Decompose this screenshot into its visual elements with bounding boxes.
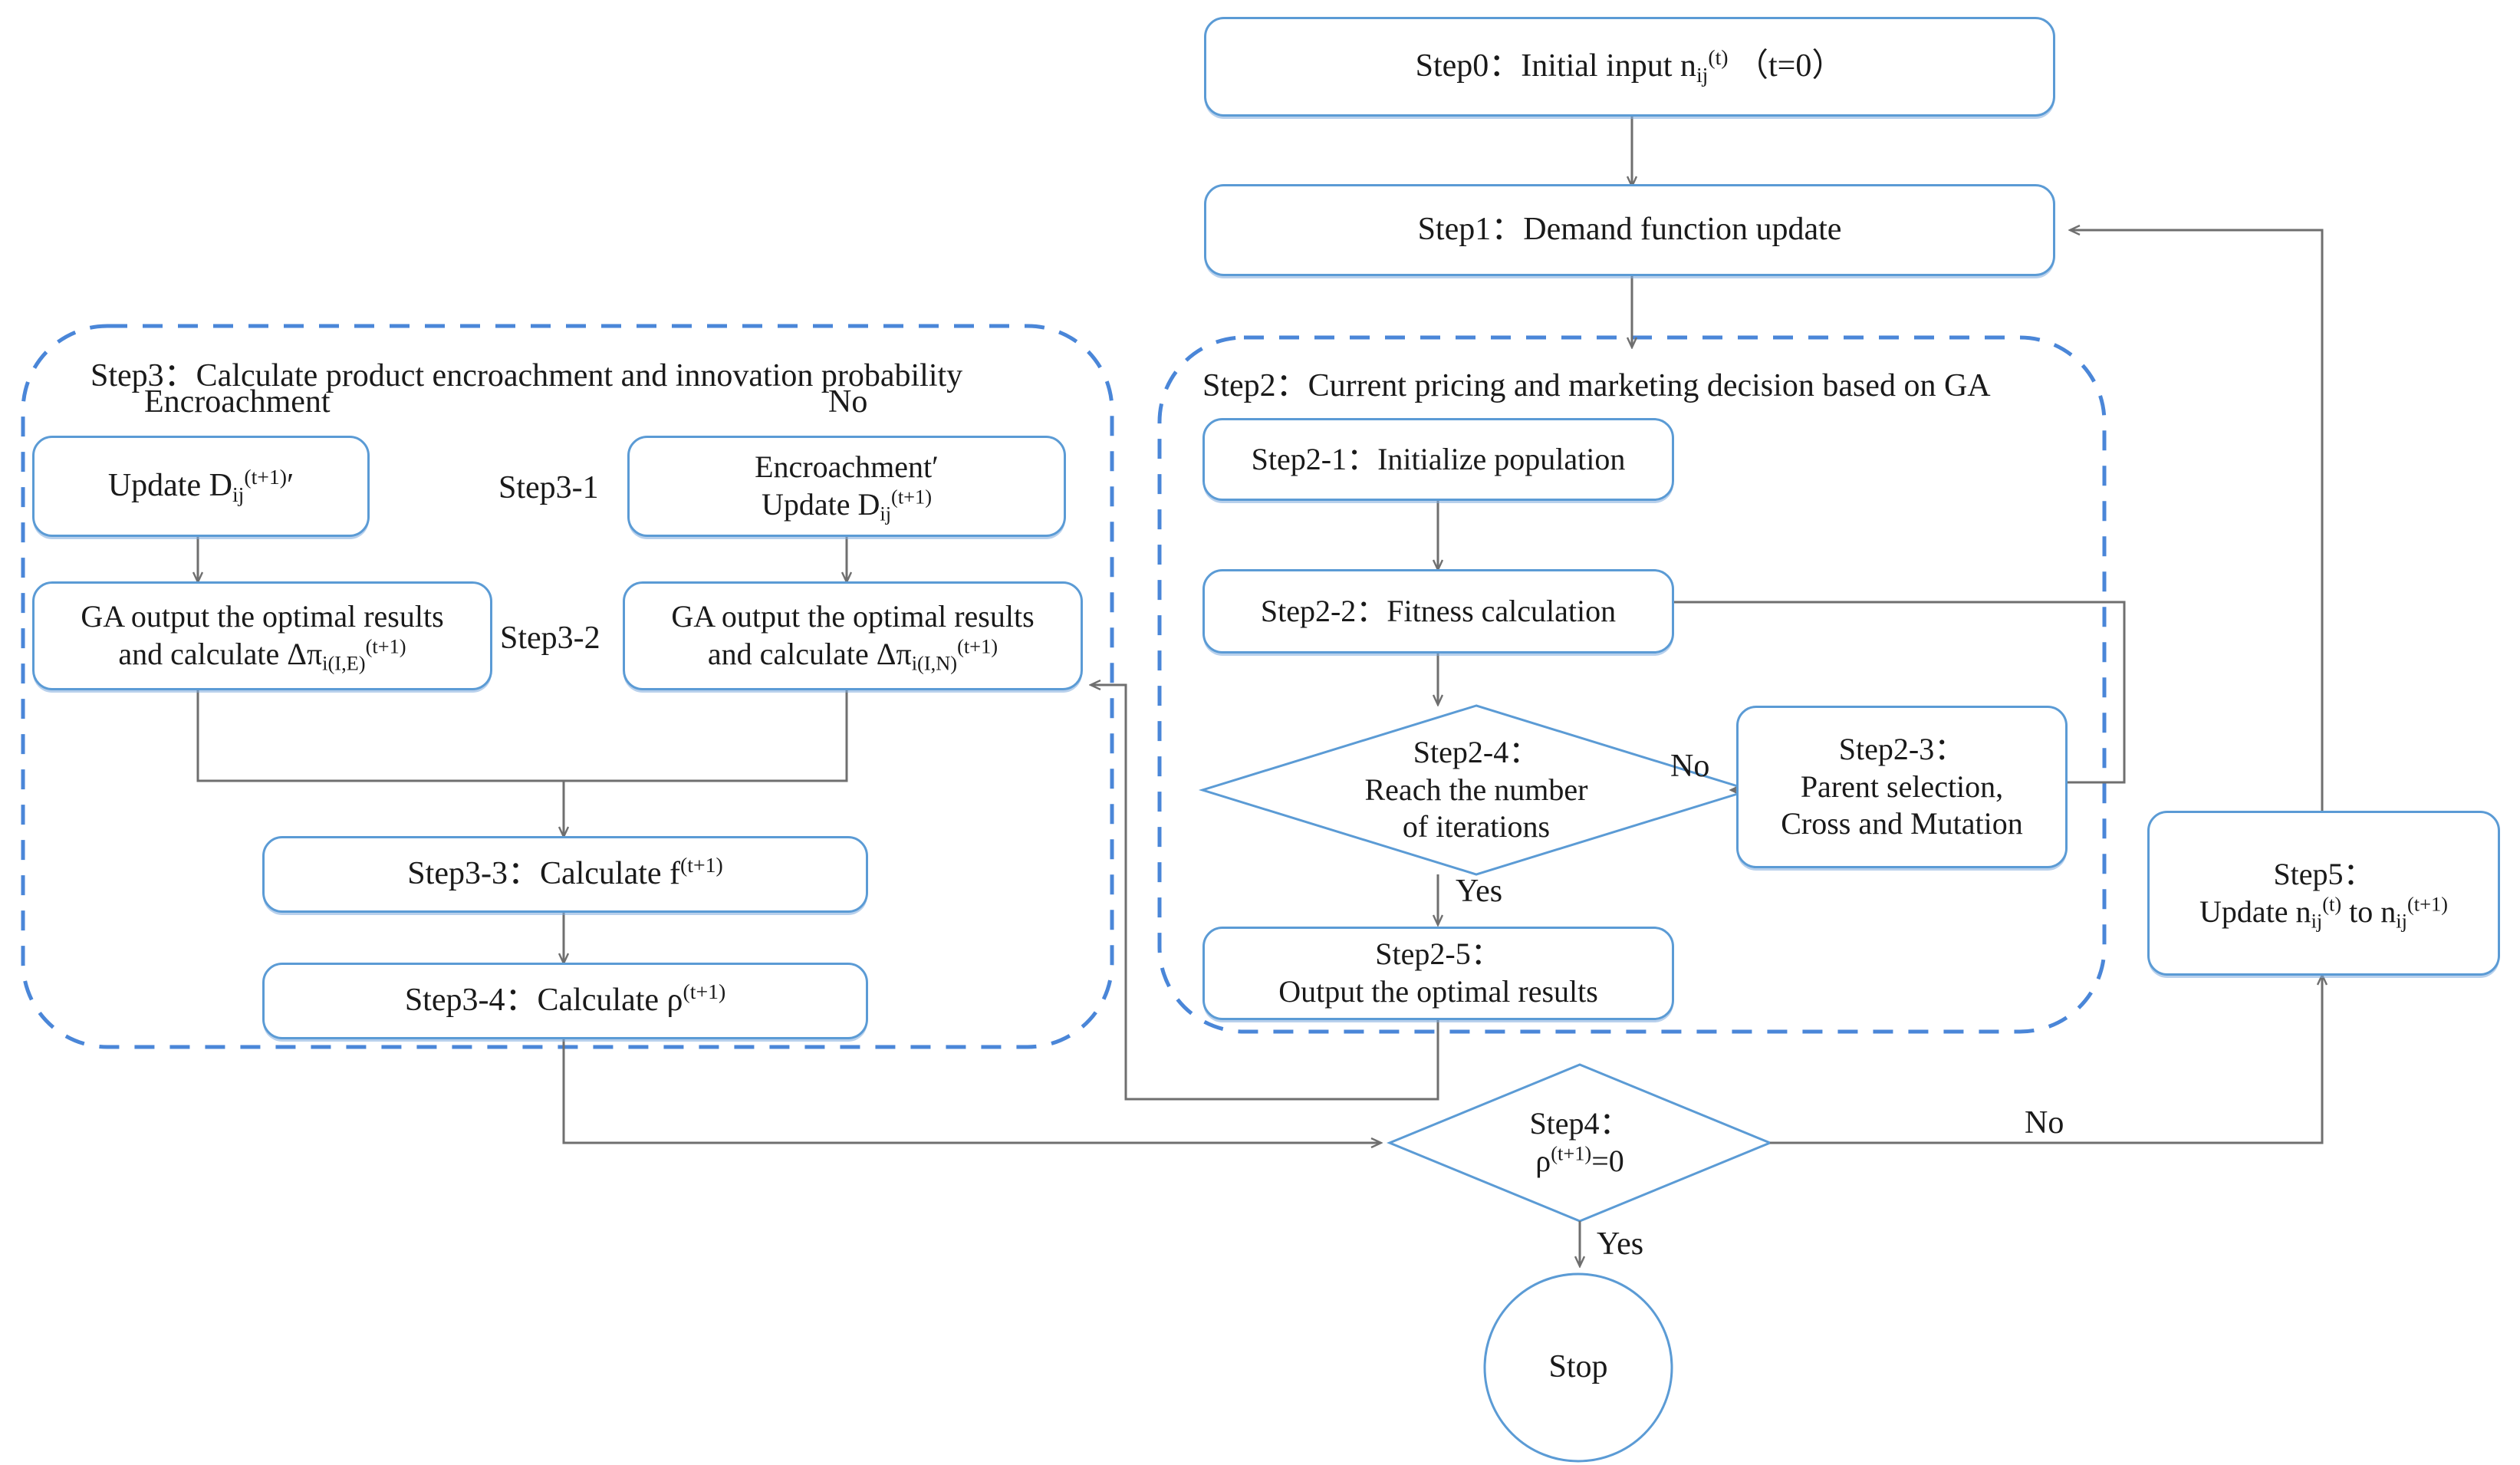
- node-step0-label: Step0：Initial input nij(t) （t=0）: [1415, 45, 1844, 87]
- label-encroachment: Encroachment: [144, 384, 331, 420]
- node-step3-1-right-label: Encroachment′Update Dij(t+1): [755, 449, 939, 525]
- node-step2-3[interactable]: Step2-3：Parent selection,Cross and Mutat…: [1736, 706, 2068, 868]
- node-step3-1-left[interactable]: Update Dij(t+1)′: [32, 436, 370, 537]
- node-step3-3-label: Step3-3：Calculate f(t+1): [407, 853, 723, 892]
- node-step2-2[interactable]: Step2-2：Fitness calculation: [1202, 569, 1674, 653]
- node-step3-3[interactable]: Step3-3：Calculate f(t+1): [262, 836, 868, 913]
- node-step4-label: Step4：ρ(t+1)=0: [1529, 1106, 1630, 1178]
- node-step5[interactable]: Step5：Update nij(t) to nij(t+1): [2147, 811, 2500, 976]
- node-step2-1[interactable]: Step2-1：Initialize population: [1202, 418, 1674, 501]
- node-step3-4[interactable]: Step3-4：Calculate ρ(t+1): [262, 963, 868, 1039]
- node-step4[interactable]: Step4：ρ(t+1)=0: [1442, 1085, 1718, 1200]
- node-step5-label: Step5：Update nij(t) to nij(t+1): [2199, 856, 2448, 932]
- node-step2-1-label: Step2-1：Initialize population: [1251, 441, 1626, 476]
- node-step2-3-label: Step2-3：Parent selection,Cross and Mutat…: [1781, 731, 2023, 841]
- label-step4-yes: Yes: [1597, 1226, 1644, 1262]
- step2-group-title: Step2：Current pricing and marketing deci…: [1202, 368, 1991, 403]
- node-step0[interactable]: Step0：Initial input nij(t) （t=0）: [1204, 17, 2055, 117]
- edge-step32right-merge: [564, 690, 848, 782]
- label-step2-4-no: No: [1670, 749, 1710, 784]
- node-step2-5-label: Step2-5：Output the optimal results: [1278, 937, 1598, 1009]
- edge-step5-step1: [2071, 230, 2324, 813]
- label-step3-2-tag: Step3-2: [500, 621, 600, 656]
- node-step3-1-left-label: Update Dij(t+1)′: [107, 465, 294, 507]
- node-stop-label: Stop: [1548, 1349, 1608, 1385]
- edge-step32left-merge: [196, 690, 564, 782]
- node-step3-1-right[interactable]: Encroachment′Update Dij(t+1): [627, 436, 1066, 537]
- node-step1-label: Step1：Demand function update: [1417, 212, 1842, 248]
- label-no-encroachment: No: [828, 384, 868, 420]
- node-step3-4-label: Step3-4：Calculate ρ(t+1): [404, 979, 726, 1019]
- label-step3-1-tag: Step3-1: [498, 470, 599, 505]
- node-step2-5[interactable]: Step2-5：Output the optimal results: [1202, 927, 1674, 1020]
- step3-group-title: Step3：Calculate product encroachment and…: [90, 358, 963, 393]
- label-step2-4-yes: Yes: [1456, 874, 1503, 909]
- label-step4-no: No: [2025, 1105, 2064, 1141]
- node-step1[interactable]: Step1：Demand function update: [1204, 184, 2055, 276]
- node-stop[interactable]: Stop: [1485, 1338, 1672, 1397]
- node-step2-2-label: Step2-2：Fitness calculation: [1260, 593, 1617, 628]
- edge-step34-step4: [562, 1039, 1380, 1143]
